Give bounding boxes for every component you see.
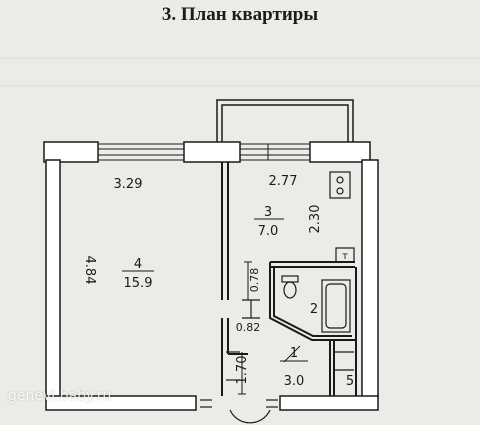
bathtub-icon [321, 279, 351, 333]
door-markers [200, 299, 354, 424]
hall-length-label: 1.70 [235, 356, 250, 385]
room-2-number: 2 [310, 302, 318, 317]
room-1-area: 3.0 [284, 374, 305, 389]
water-heater-label: т [342, 251, 348, 262]
room-3-area: 7.0 [258, 224, 279, 239]
page-lines [0, 57, 480, 87]
room-1-number: 1 [290, 346, 298, 361]
watermark-text: genevi.baby.ru [8, 388, 112, 404]
kitchen-length-label: 2.30 [308, 205, 323, 234]
room-3-number: 3 [264, 205, 272, 220]
balcony [216, 99, 354, 142]
toilet-icon [281, 275, 299, 299]
bath-door-label: 0.78 [248, 268, 261, 293]
room4-length-label: 4.84 [82, 256, 97, 285]
room4-width-label: 3.29 [114, 177, 143, 192]
windows [97, 143, 311, 161]
partitions [221, 162, 357, 396]
water-heater-icon: т [335, 247, 355, 263]
plan-heading: 3. План квартиры [161, 4, 319, 25]
dimension-lines [238, 261, 301, 395]
room-4-number: 4 [134, 257, 142, 272]
room-5-number: 5 [346, 374, 354, 389]
room-4-area: 15.9 [124, 276, 153, 291]
outer-walls [43, 141, 379, 411]
stove-icon [329, 171, 351, 199]
corridor-passage-label: 0.82 [236, 321, 261, 334]
kitchen-width-label: 2.77 [269, 174, 298, 189]
